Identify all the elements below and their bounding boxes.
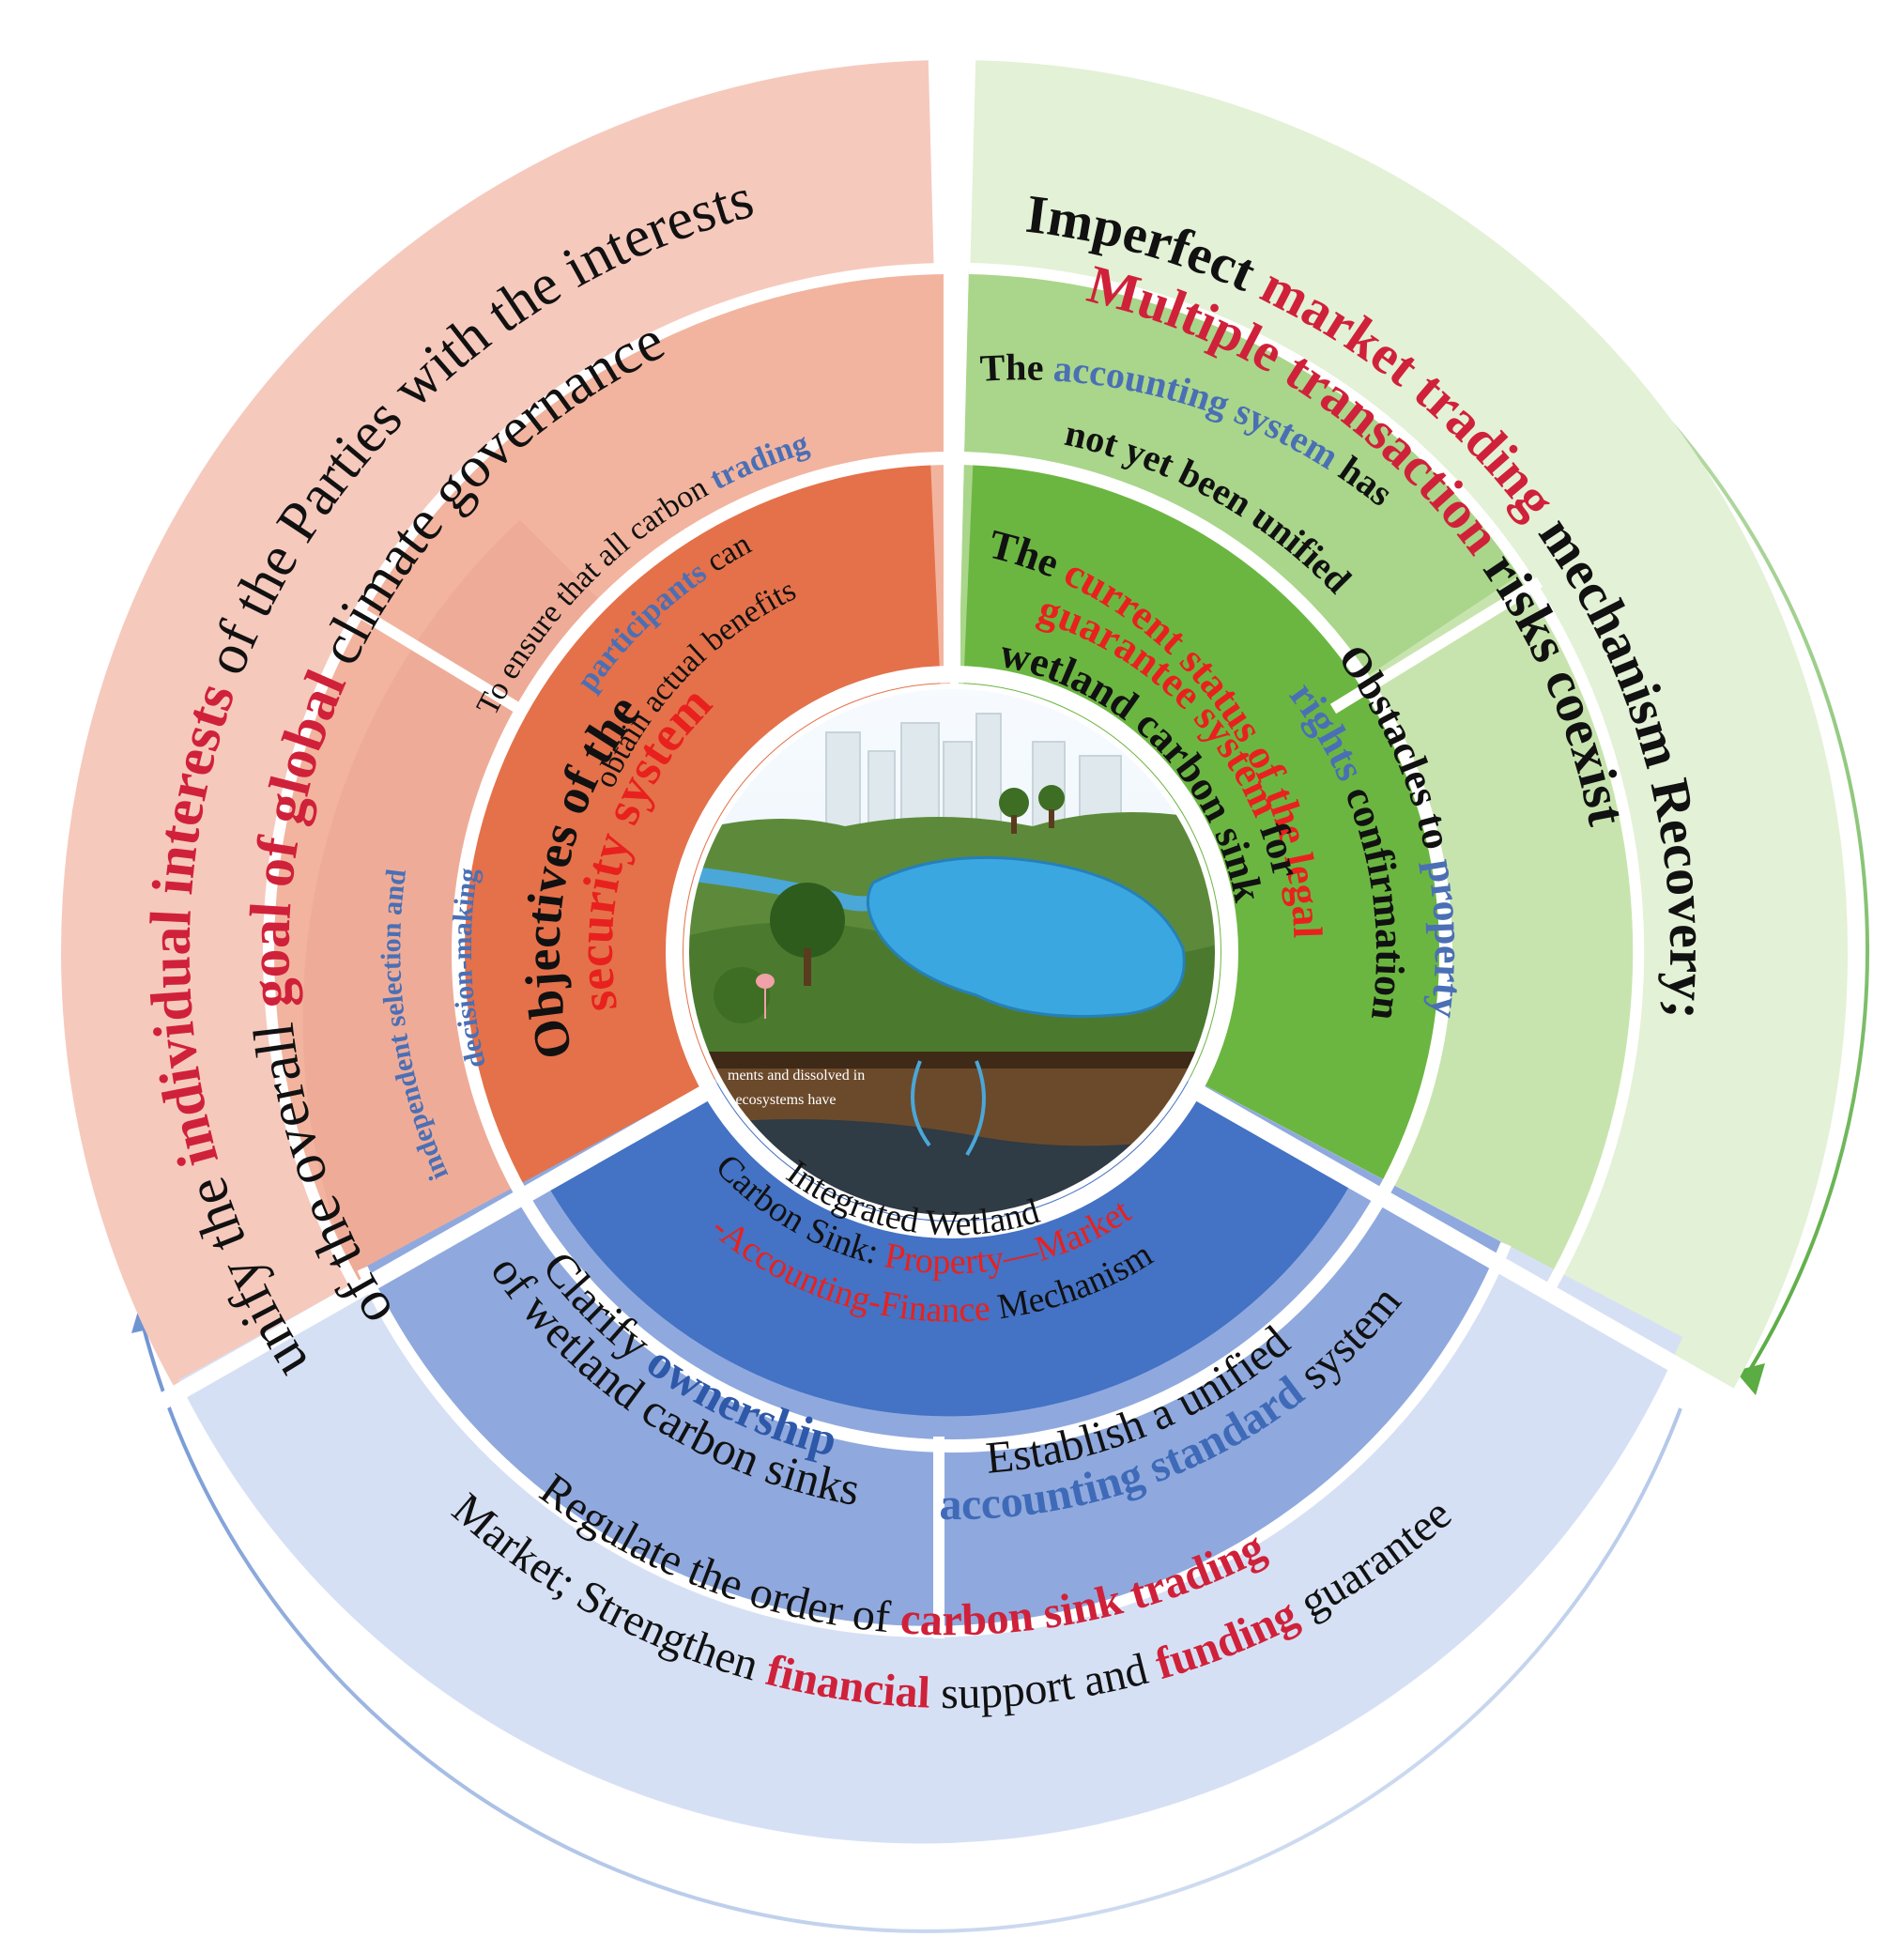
center-caption-line2: l ecosystems have — [728, 1092, 837, 1108]
center-caption-line1: ments and dissolved in — [728, 1068, 865, 1084]
arrow-left-arc — [141, 1323, 1682, 1933]
center-image-border — [683, 684, 1221, 1221]
flamingo-icon — [756, 974, 775, 1019]
lake-icon — [866, 855, 1186, 1018]
green-right-line1-b: property — [1418, 855, 1472, 1020]
sector-dividers — [146, 38, 1770, 1638]
roots-icon — [911, 1060, 986, 1157]
green-top-line1-a: The — [979, 346, 1054, 389]
